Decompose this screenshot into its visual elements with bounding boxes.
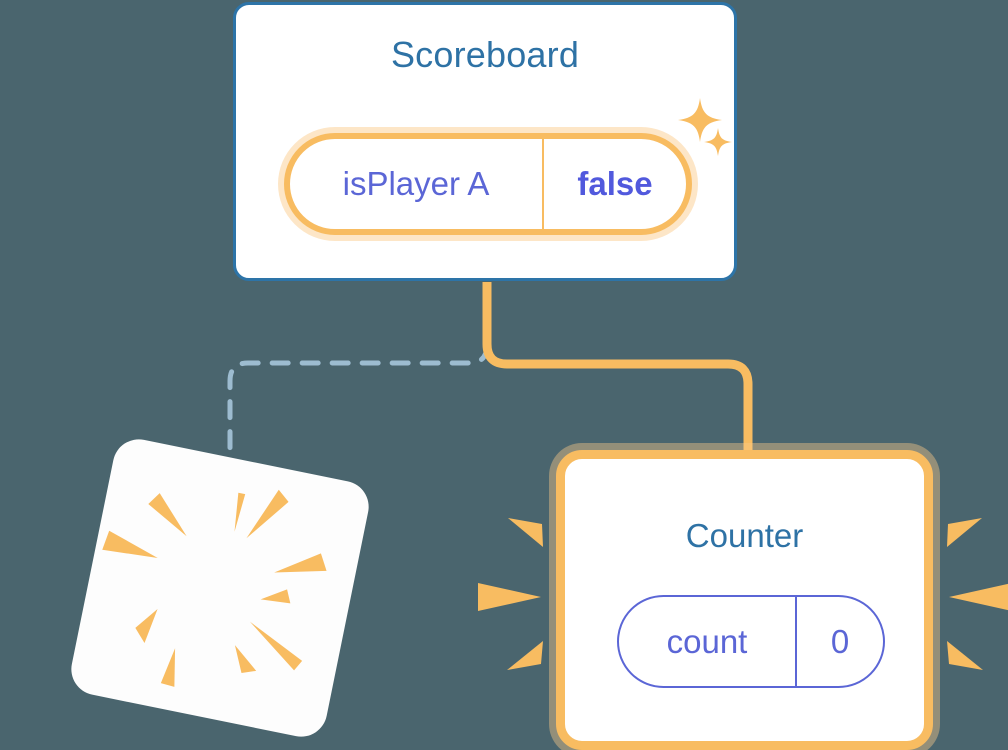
scoreboard-state-value: false (577, 165, 653, 202)
sparkle-small-icon (704, 128, 732, 156)
scoreboard-title: Scoreboard (390, 34, 580, 75)
connector-scoreboard-to-burst-card (227, 282, 490, 478)
counter-title: Counter (685, 517, 804, 554)
counter-state-pill[interactable]: count 0 (617, 595, 885, 688)
scoreboard-card[interactable]: Scoreboard isPlayer A false (233, 2, 737, 281)
ray-right-middle (949, 583, 1008, 611)
ray-s (160, 648, 176, 687)
burst-card-rays (102, 489, 327, 687)
ray-sw (135, 608, 158, 644)
connector-scoreboard-to-counter (482, 282, 753, 462)
ray-n (234, 492, 246, 532)
counter-state-value: 0 (830, 622, 850, 660)
scoreboard-state-key: isPlayer A (290, 139, 544, 229)
ray-se (249, 621, 303, 671)
counter-card[interactable]: Counter count 0 (556, 450, 933, 750)
ray-left-lower (507, 641, 543, 670)
ray-ne (274, 553, 327, 573)
scoreboard-state-pill[interactable]: isPlayer A false (284, 133, 692, 235)
ray-right-lower (947, 641, 983, 670)
ray-w (102, 530, 158, 558)
ray-left-middle (478, 583, 541, 611)
ray-sse (234, 645, 257, 673)
sparkle-large-icon (678, 98, 722, 142)
ray-right-upper (947, 518, 982, 547)
ray-left-upper (508, 518, 543, 547)
burst-card[interactable] (66, 434, 374, 742)
ray-nne (246, 489, 289, 539)
ray-nw (148, 493, 187, 537)
counter-state-key: count (619, 597, 797, 686)
ray-e (260, 589, 291, 604)
